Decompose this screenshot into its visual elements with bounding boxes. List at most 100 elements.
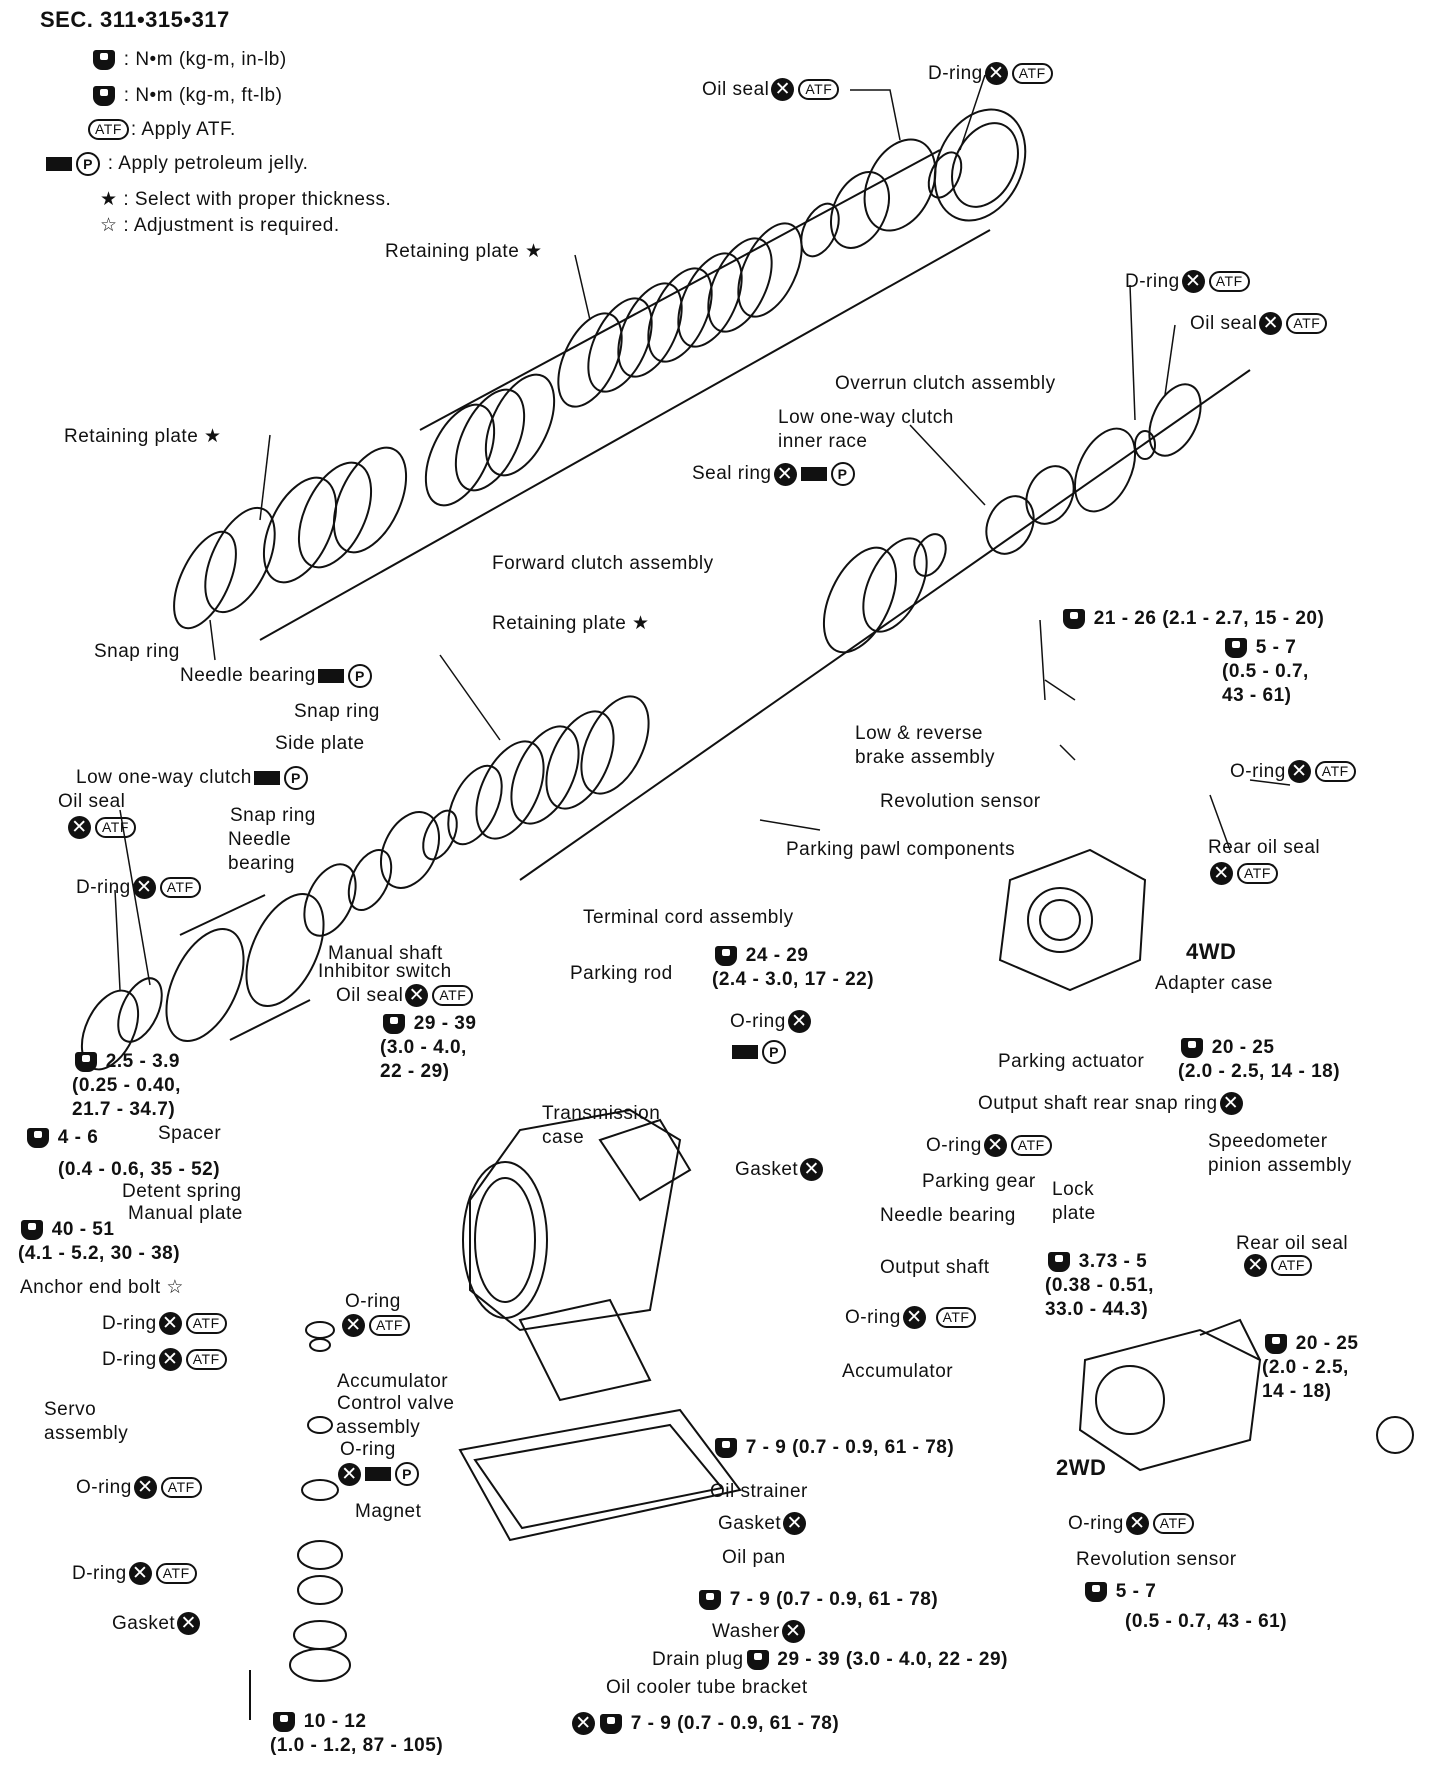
torque-24-29-label: 24 - 29 (2.4 - 3.0, 17 - 22) [712,945,875,990]
oil-seal-right-label: Oil seal✕ATF [1190,312,1329,336]
rear-extension-shape [1078,1318,1414,1472]
two-wd-label: 2WD [1056,1455,1107,1480]
replace-icon: ✕ [773,462,797,486]
atf-icon: ATF [432,985,474,1007]
d-ring-servo-1-label: D-ring✕ATF [102,1312,229,1336]
snap-ring-1-label: Snap ring [94,641,180,662]
atf-icon: ATF [160,1477,202,1499]
rear-oil-seal-bottom-symbols: ✕ATF [1242,1254,1314,1278]
torque-wrench-icon [715,1437,737,1458]
replace-icon: ✕ [68,816,91,840]
torque-wrench-icon [75,1051,97,1072]
petroleum-icon: P [283,766,308,790]
adapter-case-shape [998,848,1147,992]
torque-29-39-top-label: 29 - 39 (3.0 - 4.0, 22 - 29) [380,1013,477,1082]
oil-seal-left-symbols: ✕ATF [66,816,138,840]
lock-plate-label: Lock plate [1052,1179,1096,1224]
replace-icon: ✕ [338,1462,361,1486]
low-reverse-brake-plates [447,537,928,846]
replace-icon: ✕ [800,1158,824,1182]
replace-icon: ✕ [158,1348,182,1372]
torque-40-51-label: 40 - 51 (4.1 - 5.2, 30 - 38) [18,1219,181,1264]
oil-pan-label: Oil pan [722,1547,786,1568]
torque-wrench-icon [600,1713,622,1734]
parking-rod-label: Parking rod [570,963,673,984]
torque-2-5-3-9-label: 2.5 - 3.9 (0.25 - 0.40, 21.7 - 34.7) [72,1051,181,1120]
open-star-icon: ☆ [100,215,118,236]
torque-wrench-icon [273,1711,295,1732]
replace-icon: ✕ [1287,760,1311,784]
atf-icon: ATF [155,1563,197,1585]
atf-icon: ATF [935,1307,977,1329]
rear-oil-seal-bottom-label: Rear oil seal [1236,1233,1349,1254]
rear-oil-seal-top-label: Rear oil seal [1208,837,1321,858]
overrun-clutch-rings [800,108,1027,258]
torque-wrench-icon [21,1219,43,1240]
replace-icon: ✕ [133,1476,157,1500]
d-ring-servo-2-label: D-ring✕ATF [102,1348,229,1372]
atf-icon: ATF [159,877,201,899]
torque-wrench-icon [746,1649,769,1670]
jelly-icon [365,1467,391,1481]
torque-wrench-icon [1048,1251,1070,1272]
servo-assembly-label: Servo assembly [44,1399,129,1444]
needle-bearing-3-label: Needle bearing [880,1205,1016,1226]
gasket-top-label: Gasket✕ [735,1158,825,1182]
atf-icon: ATF [88,119,129,141]
washer-label: Washer✕ [712,1620,807,1644]
adapter-case-label: Adapter case [1155,973,1273,994]
oil-seal-left-label: Oil seal [58,791,126,812]
snap-ring-2-label: Snap ring [294,701,380,722]
petroleum-icon: P [830,462,855,486]
replace-icon: ✕ [177,1612,201,1636]
d-ring-right-label: D-ring✕ATF [1125,270,1252,294]
output-snap-ring-label: Output shaft rear snap ring✕ [978,1092,1245,1116]
torque-wrench-icon [1265,1333,1287,1354]
replace-icon: ✕ [1181,270,1205,294]
petroleum-icon: P [347,664,372,688]
low-owc-inner-race-label: Low one-way clutch inner race [778,407,954,452]
manual-shaft-label: Manual shaft [328,943,443,964]
four-wd-label: 4WD [1186,939,1237,964]
legend-atf: ATF: Apply ATF. [86,118,236,142]
oil-pan-shape [458,1298,742,1542]
atf-icon: ATF [369,1315,410,1337]
accumulator-2-label: Accumulator [337,1371,449,1392]
petroleum-icon: P [395,1462,419,1486]
torque-wrench-icon [715,945,737,966]
replace-icon: ✕ [902,1306,926,1330]
side-plate-label: Side plate [275,733,365,754]
jelly-icon [253,771,280,785]
o-ring-mid-symbols: P [730,1040,788,1064]
revolution-sensor-top-label: Revolution sensor [880,791,1041,812]
replace-icon: ✕ [1125,1512,1149,1536]
low-reverse-brake-label: Low & reverse brake assembly [855,723,996,768]
atf-icon: ATF [798,79,840,101]
torque-wrench-icon [699,1589,721,1610]
replace-icon: ✕ [1244,1254,1267,1278]
d-ring-servo-low-label: D-ring✕ATF [72,1562,199,1586]
d-ring-top-label: D-ring✕ATF [928,62,1055,86]
transmission-case-shape [462,1108,692,1332]
torque-wrench-icon [1225,637,1247,658]
torque-7-9-a-label: 7 - 9 (0.7 - 0.9, 61 - 78) [712,1436,954,1460]
o-ring-speedo-label: O-ring✕ATF [926,1134,1054,1158]
parking-gear-label: Parking gear [922,1171,1036,1192]
torque-4-6-label: 4 - 6 [24,1126,98,1150]
seal-ring-label: Seal ring✕P [692,462,857,486]
torque-wrench-icon [93,85,115,106]
manual-plate-label: Manual plate [128,1203,243,1224]
replace-icon: ✕ [158,1312,182,1336]
replace-icon: ✕ [128,1562,152,1586]
control-valve-label: Control valve [337,1393,455,1414]
assembly-label: assembly [336,1417,421,1438]
atf-icon: ATF [185,1313,227,1335]
gasket-servo-label: Gasket✕ [112,1612,202,1636]
torque-wrench-icon [93,49,115,70]
d-ring-left-label: D-ring✕ATF [76,876,203,900]
replace-icon: ✕ [132,876,156,900]
replace-icon: ✕ [771,78,795,102]
output-shaft-label: Output shaft [880,1257,990,1278]
replace-icon: ✕ [405,984,429,1008]
